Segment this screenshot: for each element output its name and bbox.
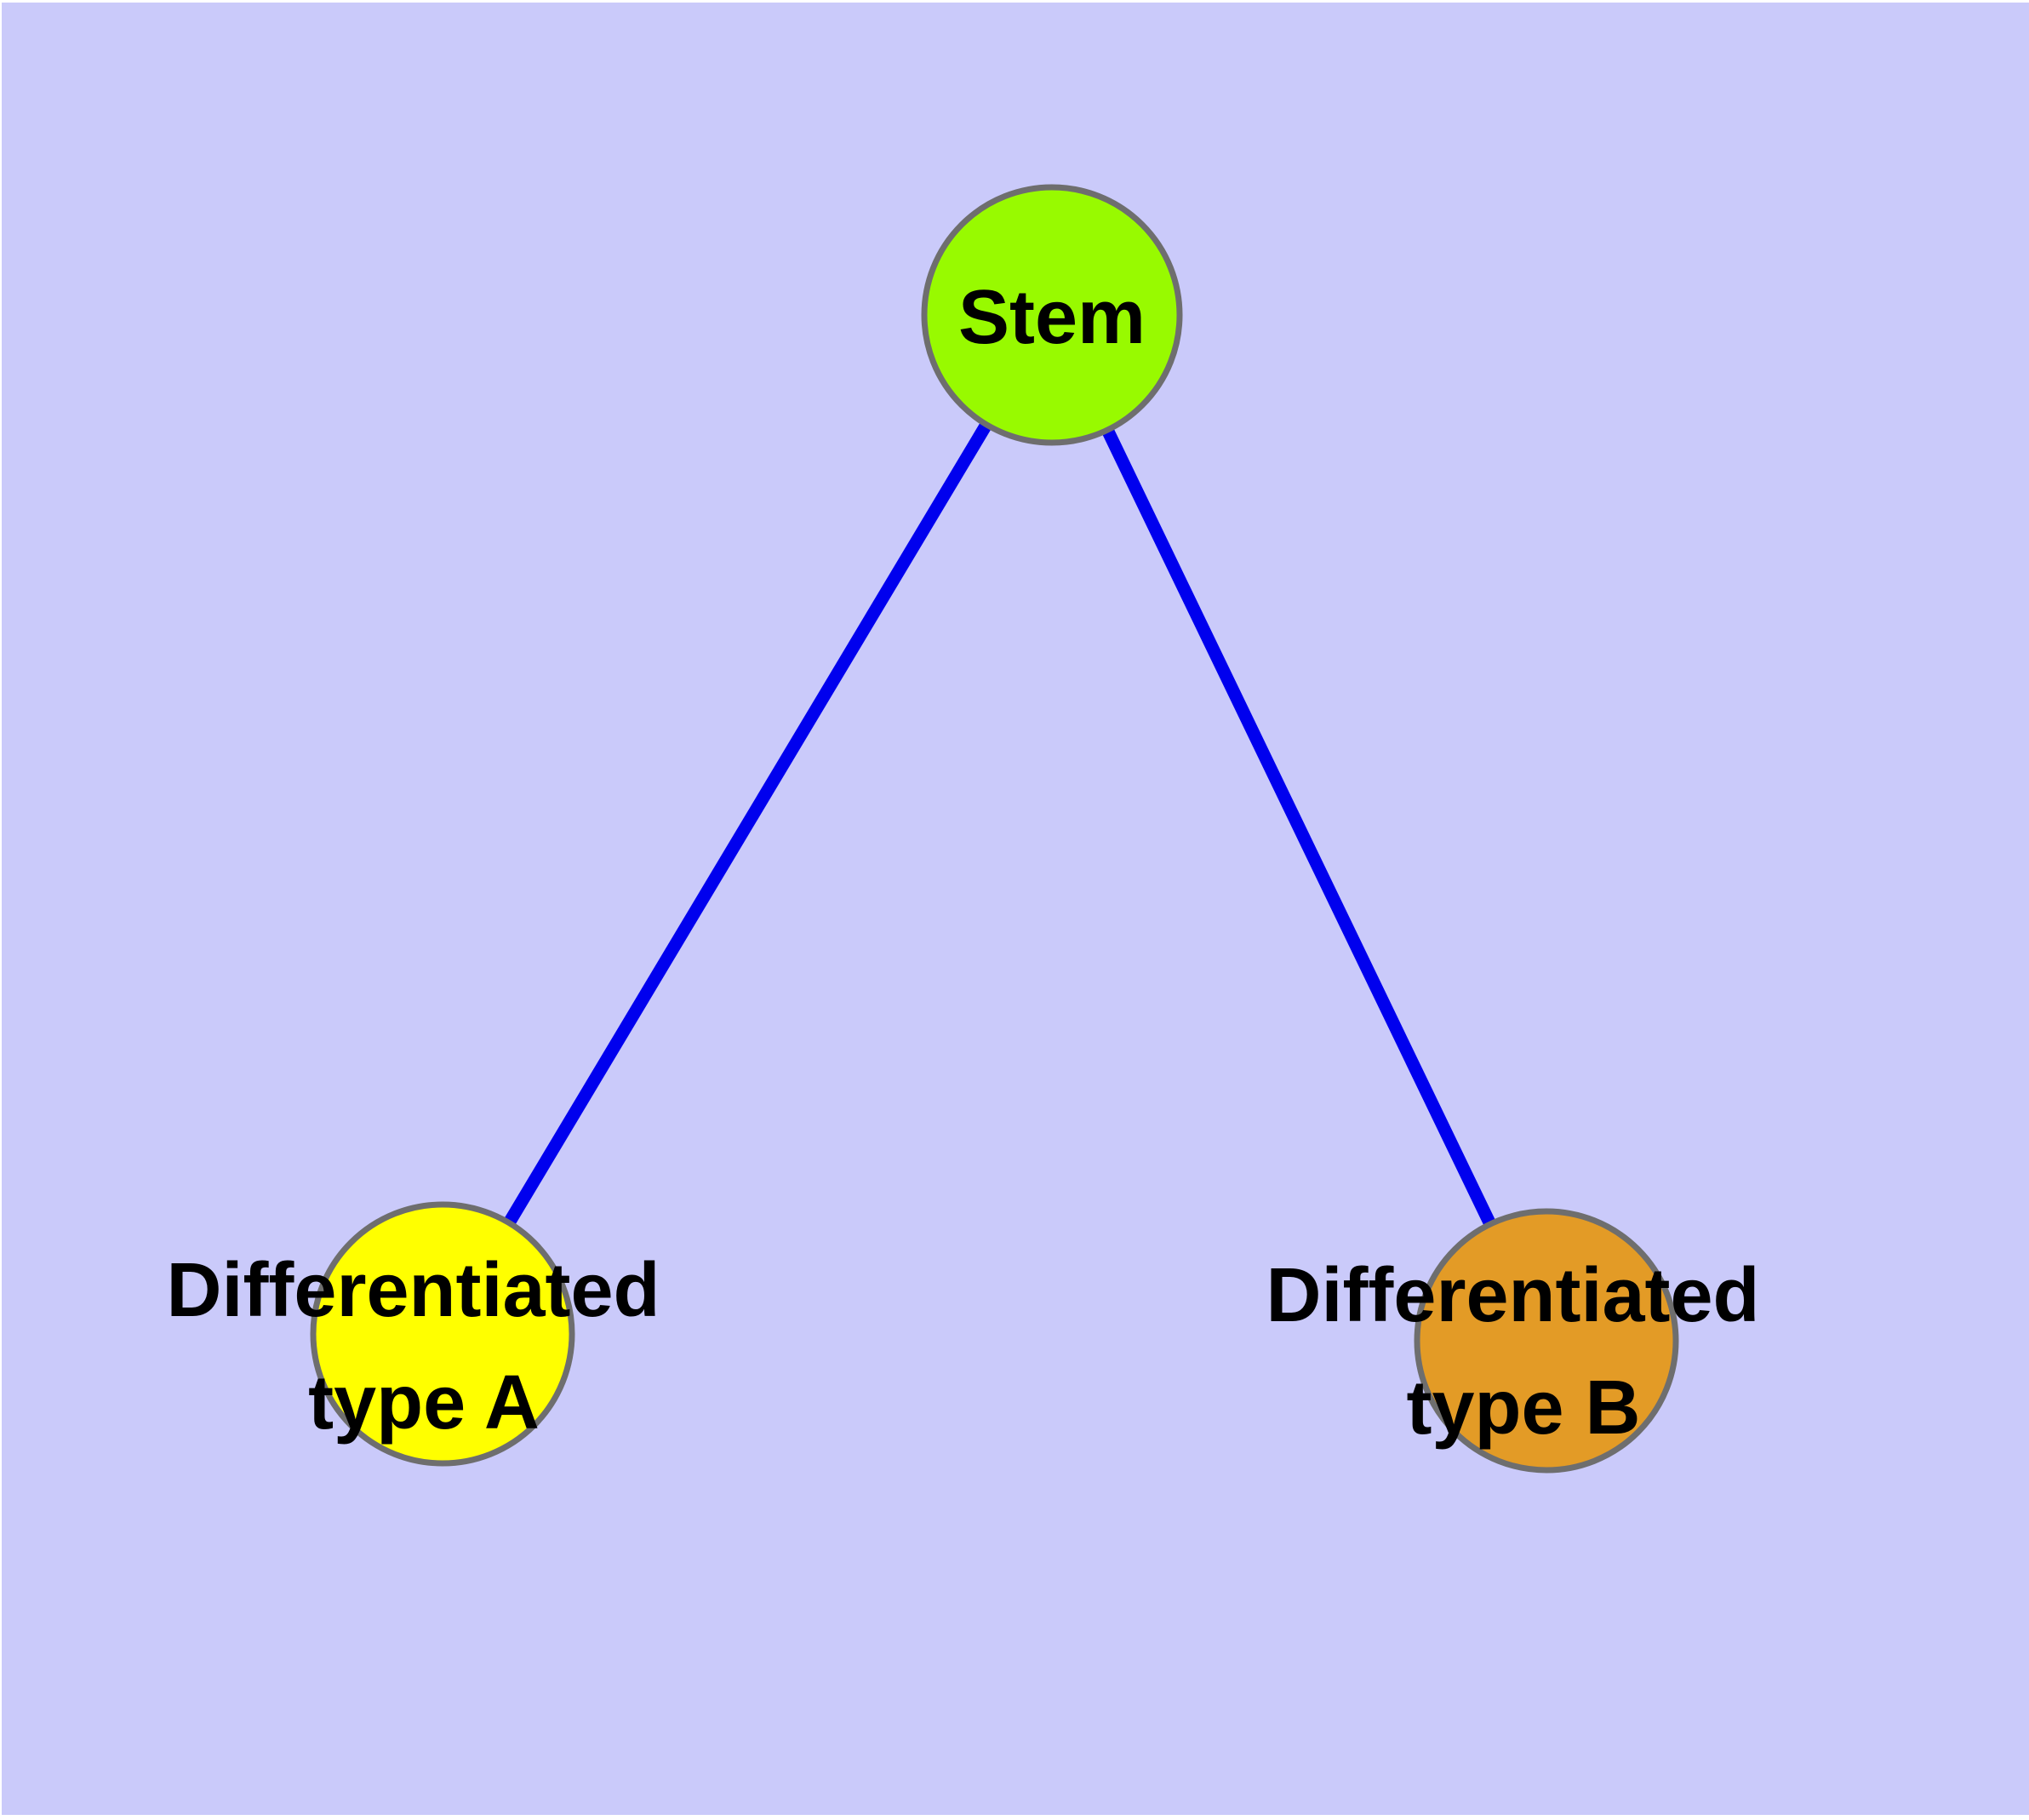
node-type-a	[310, 1201, 575, 1467]
node-type-b-label-line1: Differentiated	[1266, 1253, 1759, 1338]
node-type-a-label: Differentiated type A	[166, 1248, 681, 1445]
node-type-b-label: Differentiated type B	[1266, 1253, 1780, 1451]
node-layer	[310, 184, 1679, 1474]
node-type-a-label-line2: type A	[308, 1360, 540, 1445]
label-layer: Stem Differentiated type A Differentiate…	[166, 275, 1780, 1451]
node-type-b-label-line2: type B	[1406, 1365, 1640, 1451]
edge-stem-to-type-a	[437, 312, 1058, 1337]
node-stem	[921, 184, 1183, 446]
edge-layer	[437, 312, 1552, 1344]
node-stem-label: Stem	[958, 275, 1146, 360]
node-type-a-label-line1: Differentiated	[166, 1248, 660, 1333]
edge-stem-to-type-b	[1046, 312, 1552, 1344]
node-type-b	[1414, 1208, 1679, 1474]
